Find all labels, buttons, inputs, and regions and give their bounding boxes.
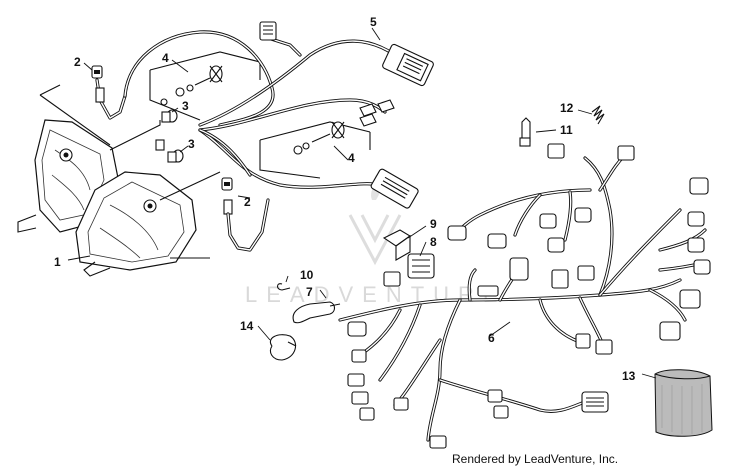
watermark-text: LEADVENTURE (245, 282, 507, 307)
headlamp-right (75, 171, 210, 277)
callout-11: 11 (560, 123, 573, 137)
bulb-upper (161, 109, 178, 123)
callout-6: 6 (488, 331, 495, 345)
watermark: LEADVENTURE (245, 175, 507, 307)
callout-14: 14 (240, 319, 254, 333)
callout-3-lower: 3 (188, 137, 195, 151)
sleeve-13 (654, 369, 713, 437)
callout-1: 1 (54, 255, 61, 269)
callout-8: 8 (430, 235, 437, 249)
clip-10 (276, 283, 291, 291)
callout-9: 9 (430, 217, 437, 231)
callout-2-upper: 2 (74, 55, 81, 69)
callout-4-lower: 4 (348, 151, 355, 165)
callout-labels: 1 2 2 3 3 4 4 5 6 7 8 9 10 11 12 13 14 (54, 15, 636, 383)
callout-10: 10 (300, 268, 314, 282)
relay-9 (382, 229, 412, 261)
callout-5: 5 (370, 15, 377, 29)
lamp-bracket-lines (39, 84, 221, 201)
callout-7: 7 (306, 285, 313, 299)
callout-13: 13 (622, 369, 636, 383)
bulb-lower (155, 139, 184, 163)
rendered-by-credit: Rendered by LeadVenture, Inc. (452, 452, 619, 466)
headlamp-harness (123, 21, 434, 209)
adjuster-upper (149, 51, 261, 121)
callout-12: 12 (560, 101, 574, 115)
fuse-7 (292, 301, 341, 324)
leader-lines (67, 27, 657, 379)
main-wiring-harness (338, 143, 711, 449)
callout-4-upper: 4 (162, 51, 169, 65)
clamp-14 (269, 334, 297, 361)
terminal-11 (519, 117, 531, 147)
connector-8 (407, 253, 435, 279)
adjuster-lower (259, 121, 371, 179)
callout-2-lower: 2 (244, 195, 251, 209)
bulb-socket-lower (221, 177, 270, 252)
spring-12 (591, 105, 605, 125)
bulb-socket-upper (91, 65, 127, 120)
callout-3-upper: 3 (182, 99, 189, 113)
